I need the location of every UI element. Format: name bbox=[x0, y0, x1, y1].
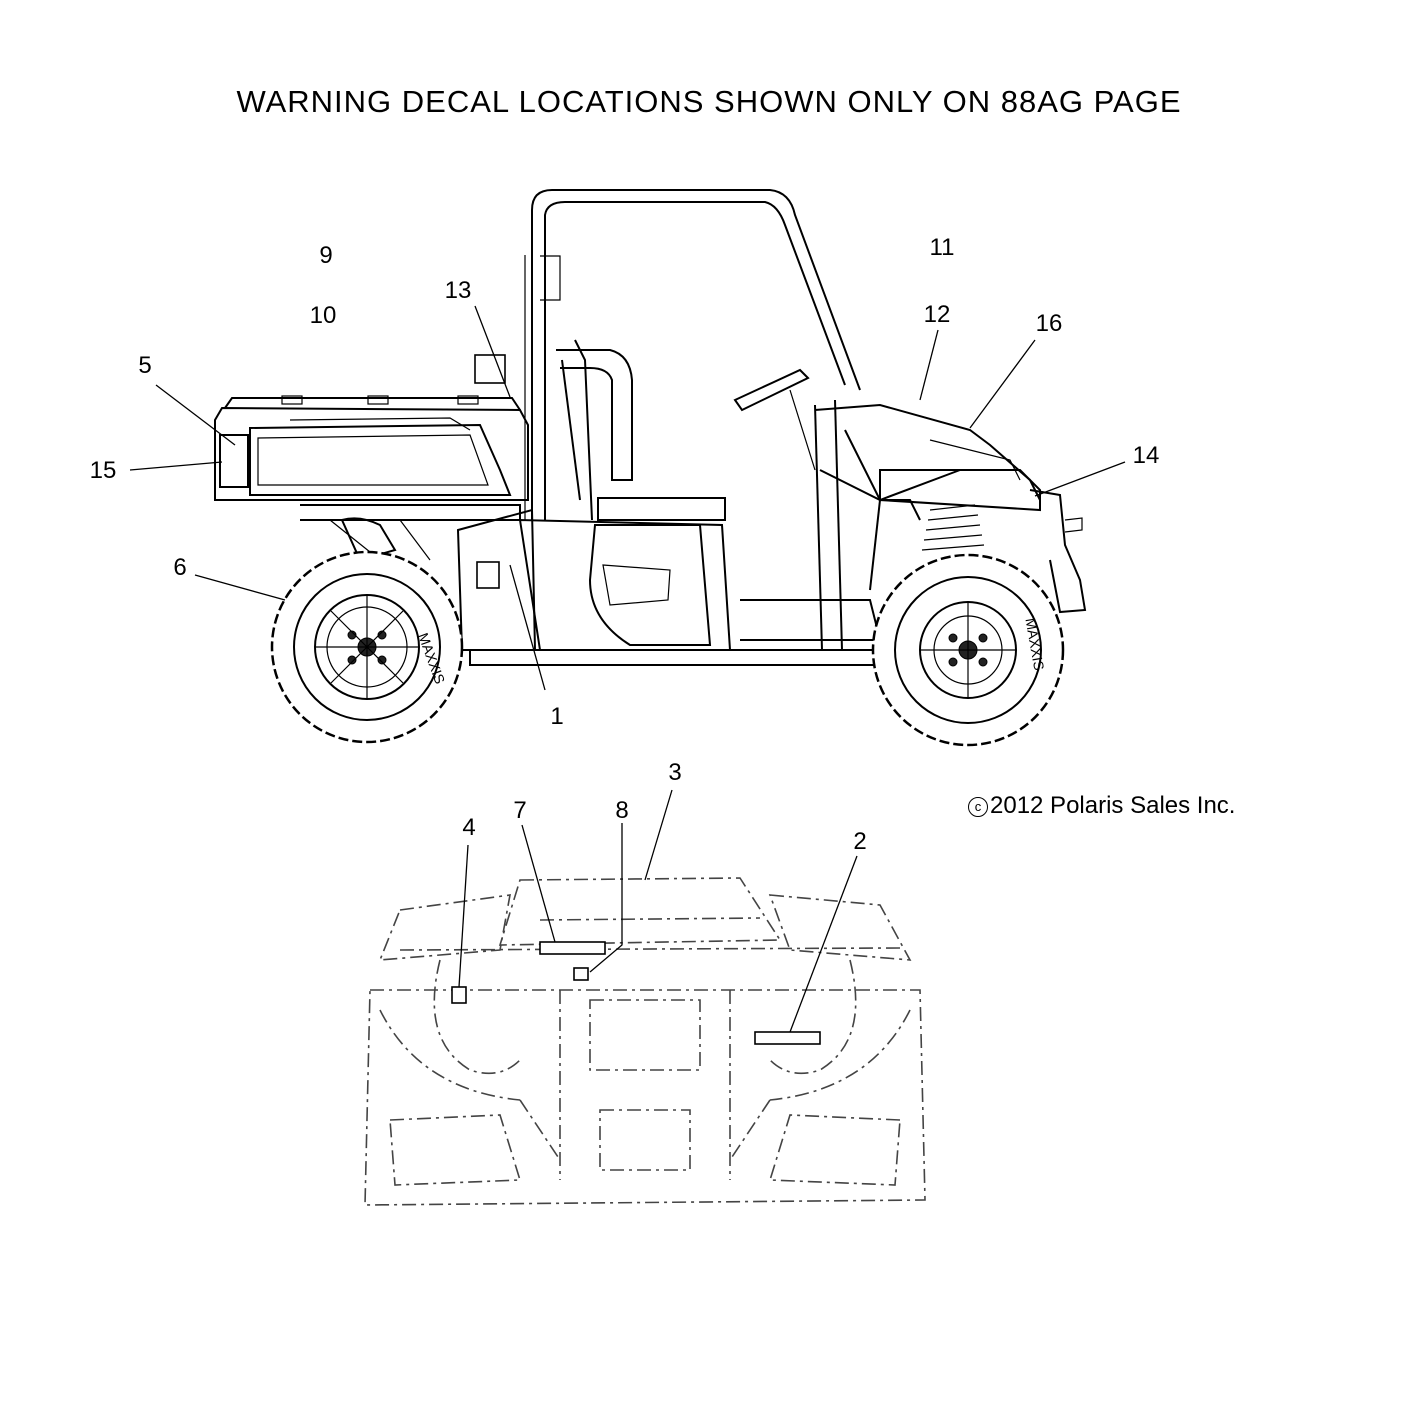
callout-7: 7 bbox=[513, 797, 527, 824]
leader-13 bbox=[474, 305, 511, 398]
leader-6 bbox=[194, 574, 286, 601]
callout-12: 12 bbox=[923, 301, 951, 328]
decal-7-marker bbox=[539, 941, 606, 955]
callout-3: 3 bbox=[668, 759, 682, 786]
leader-12 bbox=[919, 329, 939, 401]
callout-15: 15 bbox=[89, 457, 117, 484]
leader-7 bbox=[521, 824, 556, 943]
side-view-vehicle: MAXXIS MAXXIS bbox=[214, 189, 1087, 747]
leader-14 bbox=[1034, 461, 1126, 497]
callout-16: 16 bbox=[1035, 310, 1063, 337]
leader-15 bbox=[129, 461, 223, 471]
rear-wheel: MAXXIS bbox=[270, 550, 464, 744]
leader-8 bbox=[589, 823, 623, 973]
callout-1: 1 bbox=[550, 703, 564, 730]
decal-13-marker bbox=[474, 354, 506, 384]
callout-8: 8 bbox=[615, 797, 629, 824]
callout-11: 11 bbox=[929, 234, 955, 261]
page-title: WARNING DECAL LOCATIONS SHOWN ONLY ON 88… bbox=[236, 84, 1182, 119]
decal-1-marker bbox=[476, 561, 500, 589]
callout-14: 14 bbox=[1132, 442, 1160, 469]
front-view-vehicle bbox=[364, 877, 926, 1206]
callout-2: 2 bbox=[853, 828, 867, 855]
callout-4: 4 bbox=[462, 814, 476, 841]
leader-4 bbox=[458, 844, 469, 988]
leader-1 bbox=[509, 564, 546, 691]
decal-4-marker bbox=[451, 986, 467, 1004]
leader-5 bbox=[155, 384, 236, 446]
callout-9: 9 bbox=[319, 242, 333, 269]
callout-5: 5 bbox=[138, 352, 152, 379]
callout-13: 13 bbox=[444, 277, 472, 304]
callout-6: 6 bbox=[173, 554, 187, 581]
leader-2 bbox=[789, 855, 858, 1033]
callout-10: 10 bbox=[309, 302, 337, 329]
leader-16 bbox=[969, 339, 1036, 429]
decal-2-marker bbox=[754, 1031, 821, 1045]
decal-8-marker bbox=[573, 967, 589, 981]
leader-3 bbox=[644, 789, 673, 881]
leader-lines bbox=[129, 305, 1126, 1033]
front-wheel: MAXXIS bbox=[871, 553, 1065, 747]
copyright-symbol: c bbox=[968, 797, 988, 817]
copyright-text: 2012 Polaris Sales Inc. bbox=[990, 792, 1236, 819]
